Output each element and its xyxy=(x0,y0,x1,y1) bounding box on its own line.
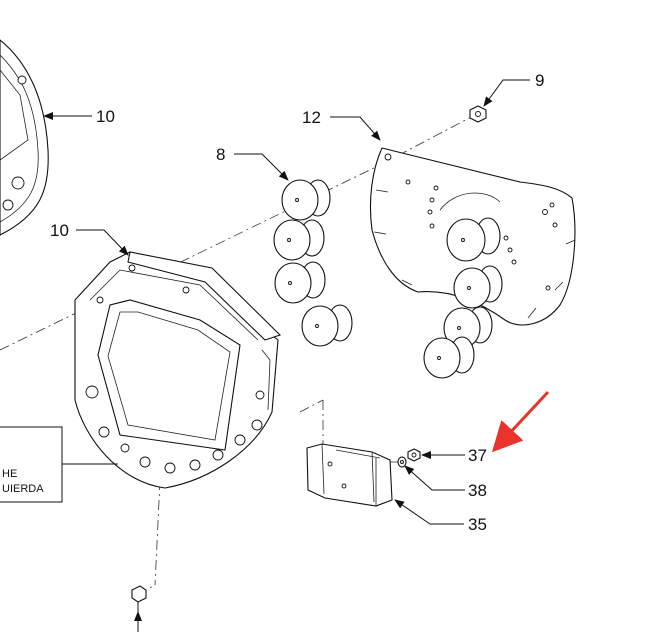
callout-35: 35 xyxy=(468,515,487,534)
bolt-bottom xyxy=(131,585,147,632)
side-plate-main xyxy=(74,251,282,489)
nut-9 xyxy=(469,105,487,123)
callout-10-main: 10 xyxy=(50,221,69,240)
roller-plate-right xyxy=(369,147,576,379)
callout-37: 37 xyxy=(468,446,487,465)
callout-numbers: 9 10 12 8 10 37 38 35 xyxy=(50,71,544,534)
nut-37 xyxy=(407,448,421,462)
callout-9: 9 xyxy=(535,71,544,90)
washer-38 xyxy=(397,456,407,468)
label-box-line1: HE xyxy=(2,468,17,480)
bracket-35 xyxy=(306,443,393,507)
callout-12: 12 xyxy=(302,108,321,127)
leader-lines xyxy=(43,79,530,632)
highlight-arrow-icon xyxy=(491,390,550,453)
roller-stack xyxy=(273,179,353,347)
label-box-line2: UIERDA xyxy=(2,483,44,495)
label-box: HE UIERDA xyxy=(0,426,118,503)
callout-38: 38 xyxy=(468,481,487,500)
callout-8: 8 xyxy=(216,145,225,164)
side-plate-left-partial xyxy=(0,39,49,236)
callout-10-top: 10 xyxy=(96,107,115,126)
